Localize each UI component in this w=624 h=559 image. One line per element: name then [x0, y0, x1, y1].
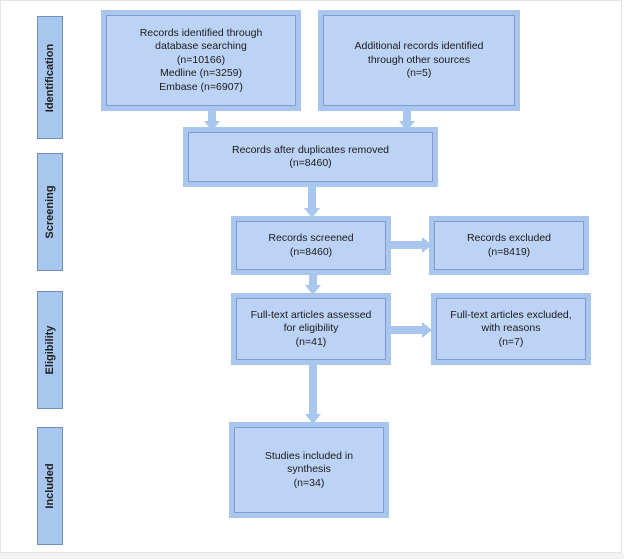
box-line: Records after duplicates removed: [232, 143, 389, 156]
box-screened-text: Records screened (n=8460): [264, 232, 357, 259]
bottom-strip: [0, 553, 624, 559]
box-excluded-text: Records excluded (n=8419): [463, 232, 555, 259]
box-duplicates-removed: Records after duplicates removed (n=8460…: [183, 127, 438, 187]
box-line: Records identified through: [139, 26, 263, 39]
box-line: (n=41): [295, 335, 327, 348]
box-line: synthesis: [287, 463, 331, 476]
box-line: (n=8460): [289, 157, 332, 169]
box-additional-records: Additional records identified through ot…: [318, 10, 520, 111]
box-line: (n=8419): [487, 245, 531, 258]
box-line: (n=5): [406, 67, 432, 80]
stage-included: Included: [37, 427, 63, 545]
box-duplicates-text: Records after duplicates removed (n=8460…: [228, 144, 393, 171]
box-fulltext-excluded: Full-text articles excluded, with reason…: [431, 293, 591, 365]
box-line: with reasons: [481, 322, 541, 335]
stage-identification: Identification: [37, 16, 63, 139]
box-line: Medline (n=3259): [159, 67, 242, 80]
box-line: Full-text articles assessed: [250, 308, 372, 321]
stage-label: Eligibility: [44, 325, 56, 375]
box-line: Additional records identified: [354, 40, 484, 53]
box-additional-text: Additional records identified through ot…: [351, 40, 488, 81]
box-fulltext-text: Full-text articles assessed for eligibil…: [247, 309, 376, 350]
box-fulltext-excluded-text: Full-text articles excluded, with reason…: [446, 309, 575, 350]
box-line: database searching: [155, 40, 247, 53]
stage-label: Identification: [44, 43, 56, 112]
box-line: (n=10166): [176, 53, 226, 66]
box-line: through other sources: [367, 53, 471, 66]
box-line: (n=34): [293, 476, 325, 489]
box-line: (n=7): [498, 335, 524, 348]
box-line: (n=8460): [289, 245, 333, 258]
box-studies-included: Studies included in synthesis (n=34): [229, 422, 389, 518]
box-line: Studies included in: [264, 449, 354, 462]
stage-label: Included: [44, 463, 56, 509]
box-line: Records excluded: [466, 232, 552, 244]
stage-label: Screening: [44, 185, 56, 239]
box-included-text: Studies included in synthesis (n=34): [261, 450, 357, 491]
box-records-excluded: Records excluded (n=8419): [429, 216, 589, 275]
box-line: Embase (n=6907): [159, 80, 243, 93]
box-database-text: Records identified through database sear…: [136, 27, 267, 95]
stage-screening: Screening: [37, 153, 63, 271]
box-records-screened: Records screened (n=8460): [231, 216, 391, 275]
box-fulltext-assessed: Full-text articles assessed for eligibil…: [231, 293, 391, 365]
box-database-records: Records identified through database sear…: [101, 10, 301, 111]
box-line: Full-text articles excluded,: [450, 308, 572, 321]
box-line: Records screened: [268, 232, 354, 244]
stage-eligibility: Eligibility: [37, 291, 63, 409]
box-line: for eligibility: [283, 322, 339, 335]
